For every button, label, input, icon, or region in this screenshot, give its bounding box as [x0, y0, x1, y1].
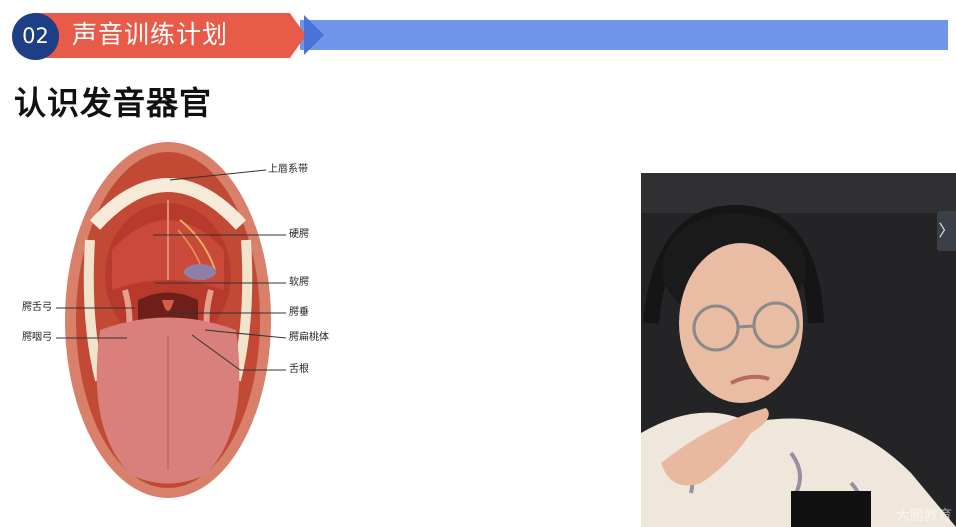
label-uvula: 腭垂: [289, 307, 309, 318]
oral-anatomy-diagram: 上唇系带 硬腭 软腭 腭舌弓 腭垂 腭咽弓 腭扁桃体 舌根: [0, 130, 360, 505]
watermark-text: 大鹏教育: [896, 508, 952, 524]
slide-header: 02 声音训练计划: [0, 0, 956, 70]
presenter-video-frame: [641, 173, 956, 527]
label-palatoglossal-arch: 腭舌弓: [22, 302, 52, 313]
header-title-ribbon: [36, 13, 306, 58]
label-tongue-root: 舌根: [289, 364, 309, 375]
mouth-illustration: [56, 142, 287, 498]
presenter-webcam-feed: 大鹏教育: [641, 173, 956, 527]
header-accent-bar: [300, 20, 948, 50]
label-palatopharyngeal-arch: 腭咽弓: [22, 332, 52, 343]
next-slide-button[interactable]: 〉: [937, 211, 956, 251]
label-soft-palate: 软腭: [289, 277, 309, 288]
section-title: 声音训练计划: [72, 20, 229, 49]
label-upper-frenulum: 上唇系带: [268, 164, 308, 175]
section-number-badge: 02: [12, 13, 59, 60]
page-title: 认识发音器官: [14, 84, 213, 122]
label-palatine-tonsil: 腭扁桃体: [289, 332, 329, 343]
label-hard-palate: 硬腭: [289, 229, 309, 240]
